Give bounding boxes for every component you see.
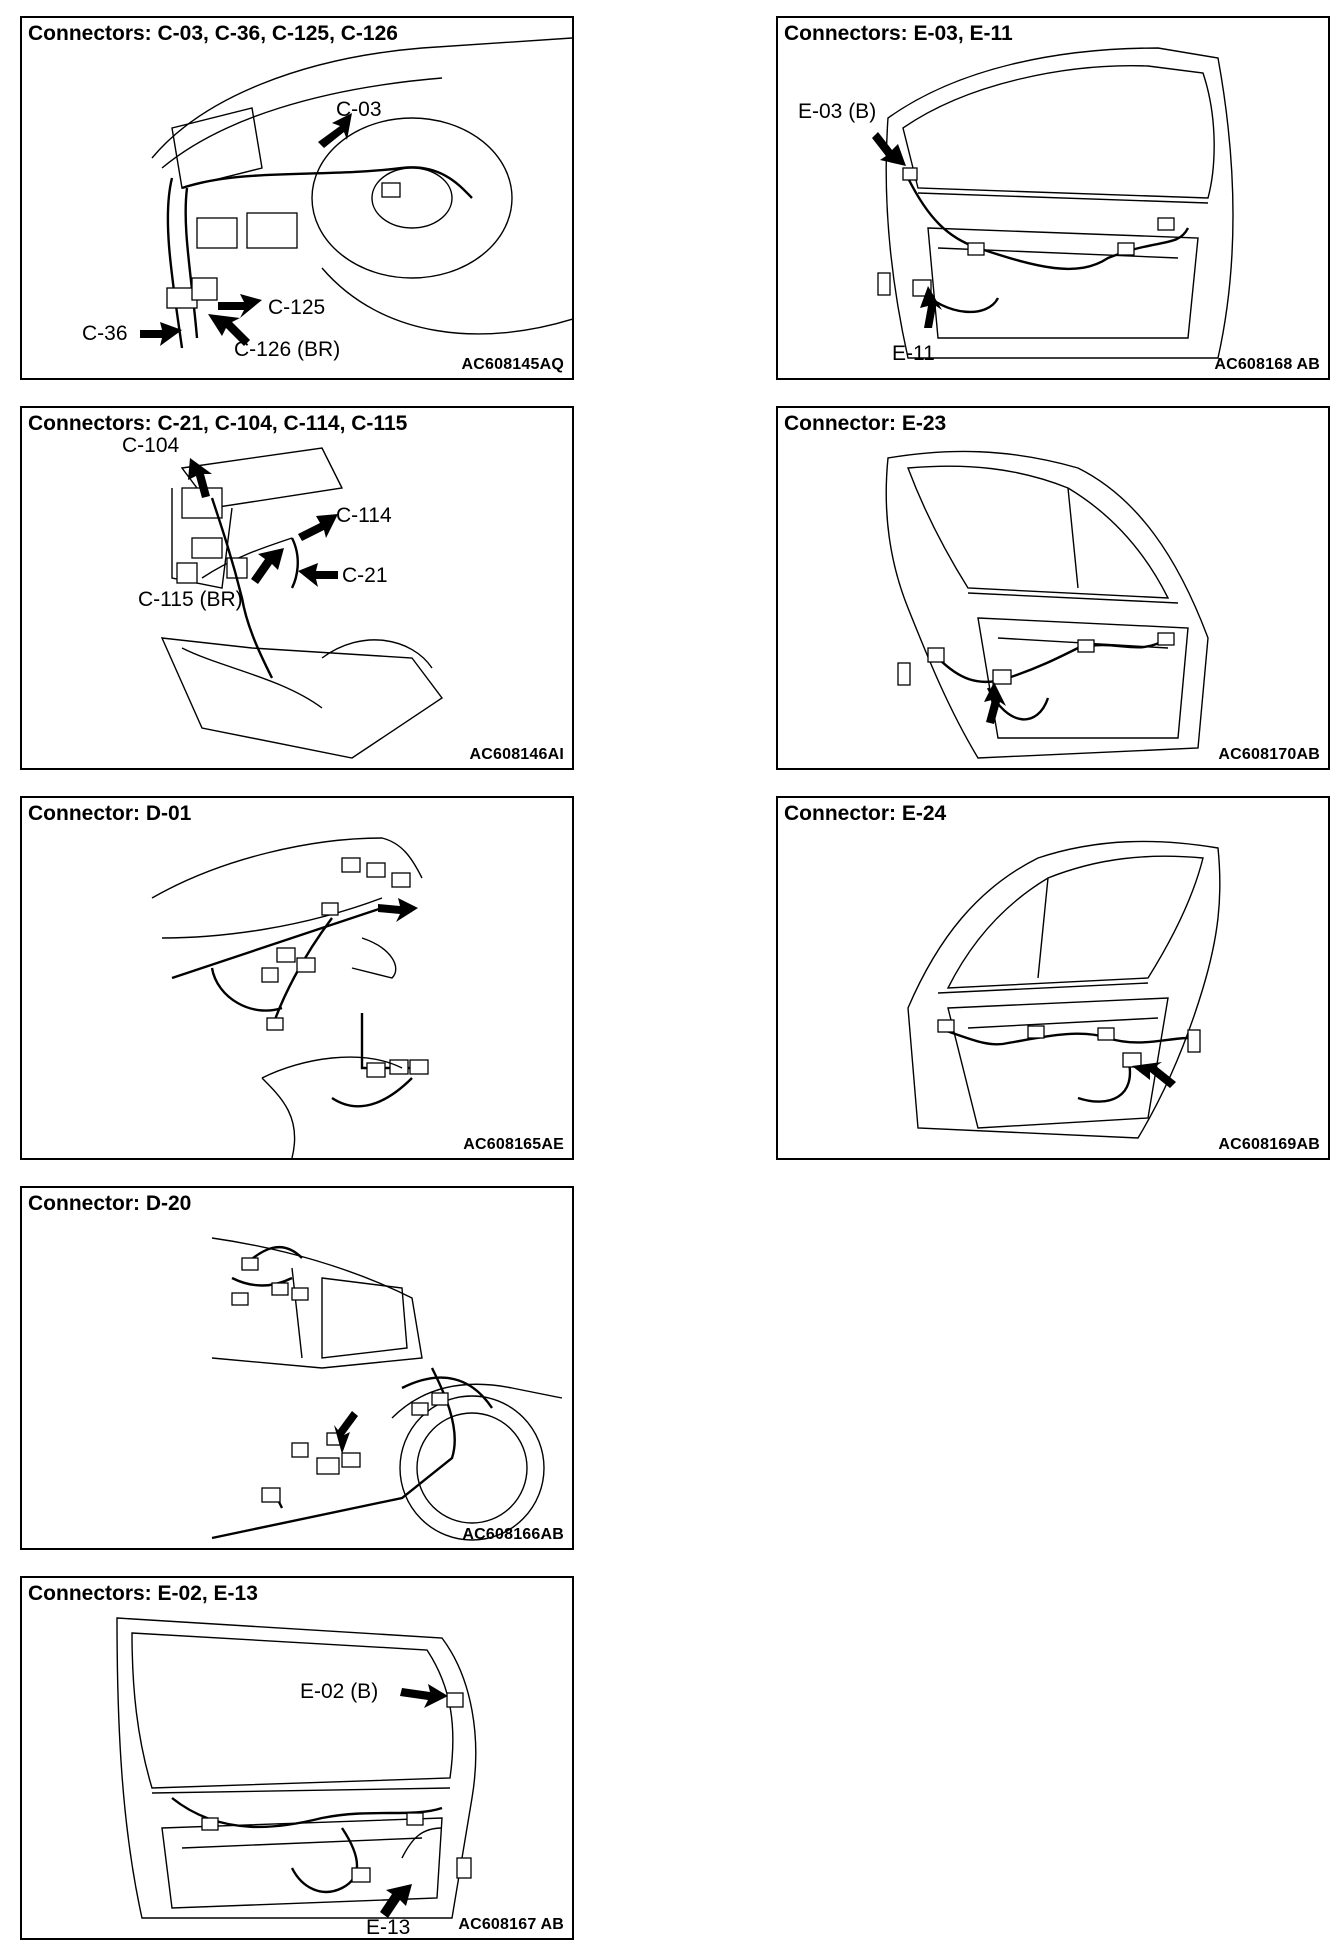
- rear-door-left-illustration: [907, 840, 1221, 1139]
- rear-door-right-illustration: [885, 450, 1209, 759]
- figure-code: AC608170AB: [1218, 746, 1320, 763]
- label-e13: E-13: [366, 1916, 410, 1939]
- arrow-c115: [251, 548, 284, 584]
- figure-code: AC608165AE: [463, 1136, 564, 1153]
- panel-title: Connectors: E-03, E-11: [784, 22, 1013, 45]
- diagram-panel-e23: Connector: E-23 AC608170AB: [776, 406, 1330, 770]
- panel-title: Connector: D-01: [28, 802, 192, 825]
- diagram-panel-c03-c36-c125-c126: C-03 C-125 C-36 C-126 (BR) Connectors: C…: [20, 16, 574, 380]
- front-door-left-illustration: E-02 (B) E-13: [116, 1617, 477, 1939]
- panel-title: Connectors: E-02, E-13: [28, 1582, 258, 1605]
- arrow-e13: [380, 1884, 412, 1918]
- label-c114: C-114: [336, 504, 392, 527]
- label-e03: E-03 (B): [798, 100, 876, 123]
- arrow-e23: [984, 682, 1006, 724]
- figure-code: AC608145AQ: [461, 356, 564, 373]
- label-e02: E-02 (B): [300, 1680, 378, 1703]
- arrow-c114: [298, 514, 338, 541]
- arrow-c125: [218, 294, 262, 318]
- diagram-panel-d20: Connector: D-20 AC608166AB: [20, 1186, 574, 1550]
- arrow-d20: [334, 1411, 358, 1454]
- label-c03: C-03: [336, 98, 382, 121]
- arrow-e03: [872, 132, 906, 166]
- label-c125: C-125: [268, 296, 325, 319]
- figure-code: AC608167 AB: [458, 1916, 564, 1933]
- front-door-right-illustration: E-03 (B) E-11: [798, 47, 1234, 365]
- label-c21: C-21: [342, 564, 388, 587]
- label-c104: C-104: [122, 434, 180, 457]
- diagram-panel-e03-e11: E-03 (B) E-11 Connectors: E-03, E-11 AC6…: [776, 16, 1330, 380]
- pillar-illustration: [151, 837, 429, 1158]
- diagram-panel-d01: Connector: D-01 AC608165AE: [20, 796, 574, 1160]
- diagram-panel-e24: Connector: E-24 AC608169AB: [776, 796, 1330, 1160]
- label-c115: C-115 (BR): [138, 588, 243, 611]
- panel-title: Connector: E-23: [784, 412, 947, 435]
- arrow-c104: [188, 458, 212, 498]
- label-c36: C-36: [82, 322, 128, 345]
- panel-title: Connectors: C-03, C-36, C-125, C-126: [28, 22, 398, 45]
- panel-title: Connector: E-24: [784, 802, 947, 825]
- arrow-c36: [140, 322, 182, 346]
- arrow-e02: [400, 1684, 448, 1708]
- panel-title: Connectors: C-21, C-104, C-114, C-115: [28, 412, 408, 435]
- figure-code: AC608168 AB: [1214, 356, 1320, 373]
- arrow-e11: [920, 286, 942, 328]
- label-c126: C-126 (BR): [234, 338, 340, 361]
- diagram-panel-c21-c104-c114-c115: C-104 C-114 C-21 C-115 (BR) Connectors: …: [20, 406, 574, 770]
- panel-title: Connector: D-20: [28, 1192, 192, 1215]
- console-illustration: C-104 C-114 C-21 C-115 (BR): [122, 434, 444, 759]
- arrow-c03: [318, 113, 352, 148]
- arrow-c126: [208, 314, 250, 346]
- figure-code: AC608146AI: [469, 746, 564, 763]
- figure-code: AC608169AB: [1218, 1136, 1320, 1153]
- figure-code: AC608166AB: [462, 1526, 564, 1543]
- dashboard-illustration: C-03 C-125 C-36 C-126 (BR): [82, 37, 572, 361]
- arrow-c21: [298, 563, 338, 587]
- rear-quarter-illustration: [211, 1237, 563, 1541]
- arrow-d01: [378, 898, 418, 922]
- diagram-panel-e02-e13: E-02 (B) E-13 Connectors: E-02, E-13 AC6…: [20, 1576, 574, 1940]
- label-e11: E-11: [892, 342, 935, 365]
- arrow-e24: [1132, 1062, 1176, 1088]
